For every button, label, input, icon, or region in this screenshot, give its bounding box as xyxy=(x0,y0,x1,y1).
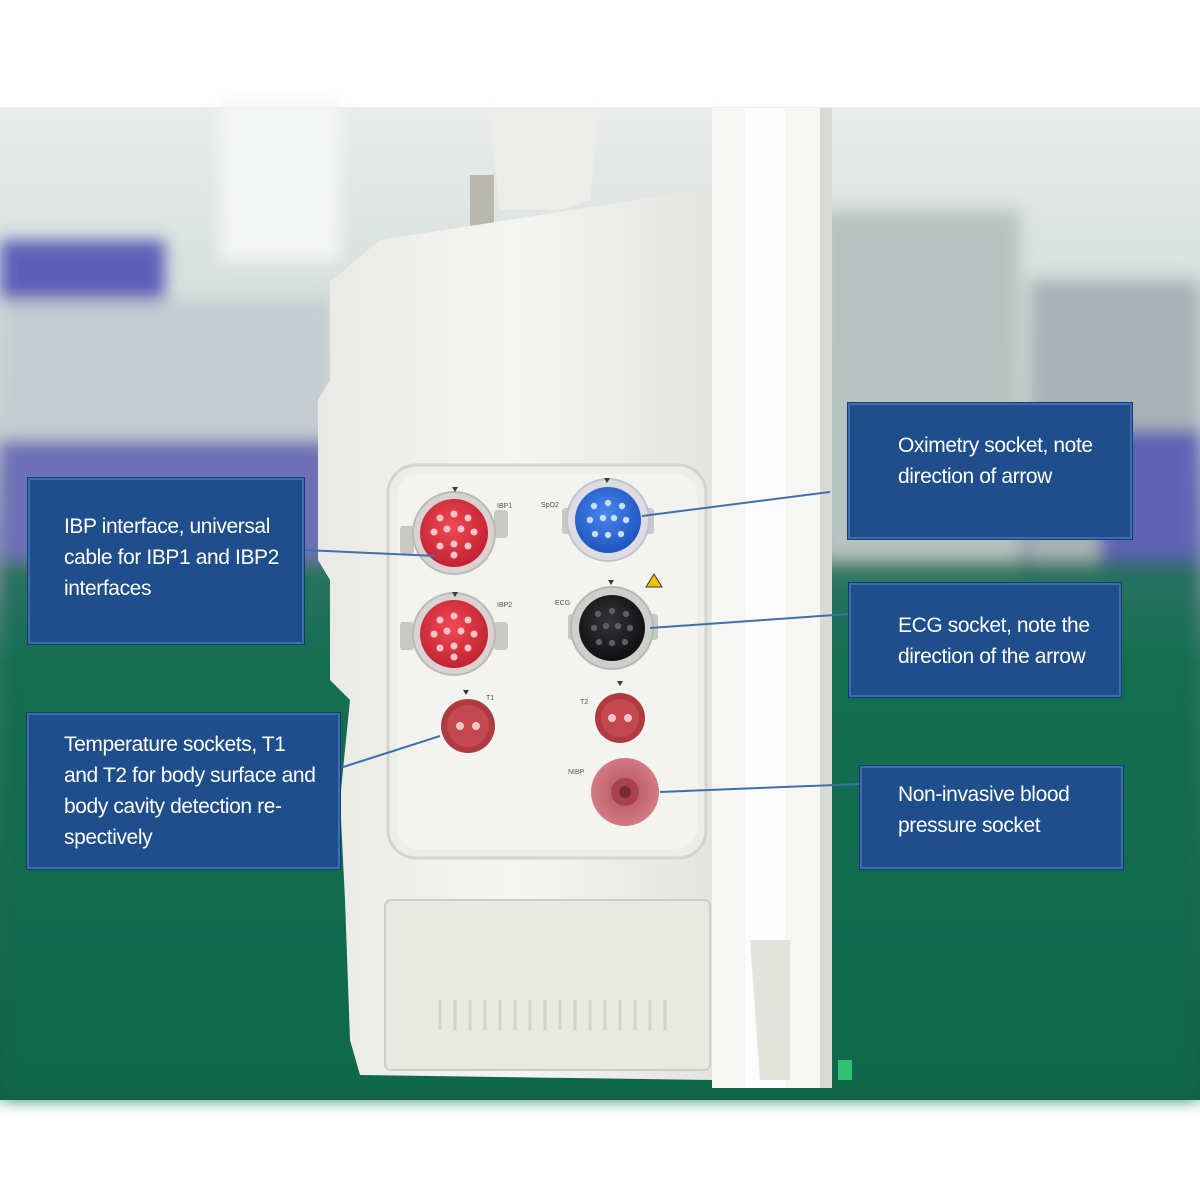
panel-label-t1: T1 xyxy=(486,695,494,702)
nibp-callout: Non-invasive blood pressure socket xyxy=(860,766,1123,869)
panel-label-spo2: SpO2 xyxy=(541,502,559,509)
leader-spo2 xyxy=(641,491,831,517)
t2-connector[interactable] xyxy=(595,693,645,743)
warning-icon xyxy=(645,573,663,588)
ecg-pins xyxy=(590,607,634,647)
ibp2-pins xyxy=(430,612,478,661)
hinge xyxy=(470,175,494,230)
ibp-callout: IBP interface, universal cable for IBP1 … xyxy=(28,478,304,644)
leader-ecg xyxy=(649,613,850,629)
panel-label-nibp: NIBP xyxy=(568,769,585,776)
ibp1-connector[interactable] xyxy=(400,491,508,575)
spo2-pins xyxy=(586,499,630,539)
panel-arrows xyxy=(452,478,623,695)
panel-label-t2: T2 xyxy=(580,699,588,706)
panel-label-ibp2: IBP2 xyxy=(497,602,512,609)
panel-label-ecg: ECG xyxy=(555,600,570,607)
panel-labels: IBP1 IBP2 SpO2 ECG T1 T2 NIBP xyxy=(486,502,588,776)
t1-connector[interactable] xyxy=(441,699,495,753)
cover-ribs xyxy=(438,1000,667,1030)
leader-nibp xyxy=(659,783,861,793)
battery-cover xyxy=(384,899,711,1071)
ecg-connector[interactable] xyxy=(568,586,658,670)
leader-lines xyxy=(303,491,861,793)
leader-ibp xyxy=(303,549,437,557)
ibp1-pins xyxy=(430,510,478,559)
panel-label-ibp1: IBP1 xyxy=(497,503,512,510)
monitor-handle xyxy=(488,108,600,210)
temperature-callout: Temperature sockets, T1 and T2 for body … xyxy=(27,713,340,869)
nibp-connector[interactable] xyxy=(591,758,659,826)
oximetry-callout: Oximetry socket, note direction of arrow xyxy=(848,403,1132,539)
ecg-callout: ECG socket, note the direction of the ar… xyxy=(849,583,1121,697)
ibp2-connector[interactable] xyxy=(400,592,508,676)
leader-temp xyxy=(339,735,441,769)
